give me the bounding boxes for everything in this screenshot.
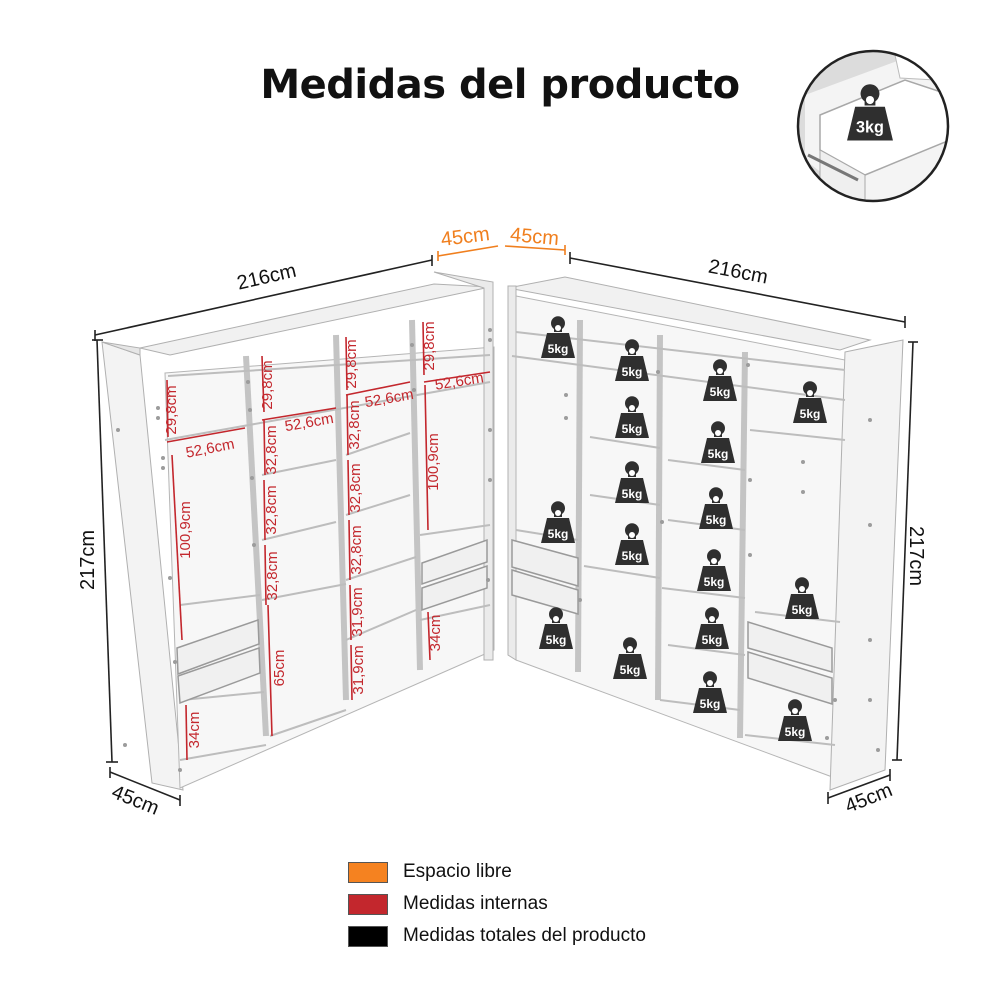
- internal-shelf-top-1: 29,8cm: [163, 385, 180, 434]
- right-height-label: 217cm: [905, 526, 927, 586]
- svg-text:5kg: 5kg: [704, 575, 725, 589]
- internal-bottom-2: 65cm: [271, 650, 288, 687]
- free-space-lines: [437, 245, 566, 261]
- left-wardrobe: [101, 271, 495, 791]
- internal-hang-4: 100,9cm: [425, 433, 442, 491]
- legend-swatch: [348, 893, 388, 915]
- internal-bottom-4: 34cm: [427, 615, 444, 652]
- internal-shelf-e: 32,8cm: [347, 463, 364, 512]
- right-wardrobe: [507, 276, 904, 791]
- internal-bottom-1: 34cm: [186, 712, 203, 749]
- svg-text:5kg: 5kg: [792, 603, 813, 617]
- svg-text:5kg: 5kg: [622, 365, 643, 379]
- svg-text:5kg: 5kg: [800, 407, 821, 421]
- svg-text:5kg: 5kg: [620, 663, 641, 677]
- weight-icon: 5kg: [615, 461, 649, 503]
- svg-text:5kg: 5kg: [702, 633, 723, 647]
- legend-item-total: Medidas totales del producto: [348, 923, 768, 949]
- legend-item-internal: Medidas internas: [348, 891, 768, 917]
- weight-icon: 5kg: [613, 637, 647, 679]
- left-width-label: 216cm: [235, 260, 298, 295]
- internal-shelf-i: 31,9cm: [350, 645, 367, 694]
- weight-icon: 5kg: [541, 316, 575, 358]
- internal-shelf-top-3: 29,8cm: [343, 339, 360, 388]
- right-width-label: 216cm: [707, 256, 770, 289]
- weight-icon: 5kg: [541, 501, 575, 543]
- total-dimension-lines: [92, 252, 918, 806]
- internal-shelf-b: 32,8cm: [263, 485, 280, 534]
- legend-item-free-space: Espacio libre: [348, 859, 768, 885]
- svg-text:3kg: 3kg: [856, 118, 884, 136]
- svg-text:5kg: 5kg: [548, 527, 569, 541]
- left-height-label: 217cm: [77, 530, 99, 590]
- svg-text:5kg: 5kg: [548, 342, 569, 356]
- svg-text:5kg: 5kg: [622, 549, 643, 563]
- weight-icon: 5kg: [699, 487, 733, 529]
- legend-swatch: [348, 861, 388, 883]
- weight-icon: 5kg: [703, 359, 737, 401]
- svg-text:5kg: 5kg: [710, 385, 731, 399]
- svg-text:5kg: 5kg: [700, 697, 721, 711]
- svg-text:5kg: 5kg: [706, 513, 727, 527]
- weight-icon: 5kg: [701, 421, 735, 463]
- page-title: Medidas del producto: [260, 62, 740, 108]
- legend-label: Espacio libre: [403, 861, 512, 882]
- weight-icon: 5kg: [693, 671, 727, 713]
- weight-icon: 5kg: [793, 381, 827, 423]
- weight-icon: 3kg: [847, 84, 893, 141]
- weight-icon: 5kg: [615, 523, 649, 565]
- right-depth-label: 45cm: [842, 779, 896, 818]
- weight-icon: 5kg: [695, 607, 729, 649]
- internal-shelf-h: 31,9cm: [349, 587, 366, 636]
- legend-label: Medidas totales del producto: [403, 925, 646, 946]
- internal-shelf-d: 32,8cm: [346, 400, 363, 449]
- weight-icon: 5kg: [615, 396, 649, 438]
- internal-shelf-a: 32,8cm: [263, 425, 280, 474]
- legend-label: Medidas internas: [403, 893, 548, 914]
- svg-text:5kg: 5kg: [785, 725, 806, 739]
- internal-dimension-lines: [166, 321, 491, 761]
- svg-text:5kg: 5kg: [708, 447, 729, 461]
- left-free-space-label: 45cm: [440, 223, 491, 251]
- right-free-space-label: 45cm: [509, 224, 560, 250]
- weight-icon: 5kg: [785, 577, 819, 619]
- drawer-inset: 3kg: [796, 49, 950, 203]
- internal-shelf-f: 32,8cm: [348, 525, 365, 574]
- internal-hang-1: 100,9cm: [177, 501, 194, 559]
- internal-shelf-top-2: 29,8cm: [259, 360, 276, 409]
- internal-shelf-c: 32,8cm: [264, 551, 281, 600]
- internal-shelf-top-4: 29,8cm: [421, 321, 438, 370]
- svg-text:5kg: 5kg: [622, 487, 643, 501]
- svg-text:5kg: 5kg: [546, 633, 567, 647]
- weight-icons: 5kg 5kg 5kg 5kg 5kg 5kg 5kg 5kg 5kg 5kg …: [539, 316, 827, 741]
- svg-text:5kg: 5kg: [622, 422, 643, 436]
- weight-icon: 5kg: [697, 549, 731, 591]
- weight-icon: 5kg: [615, 339, 649, 381]
- weight-icon: 5kg: [539, 607, 573, 649]
- weight-icon: 5kg: [778, 699, 812, 741]
- legend-swatch: [348, 925, 388, 947]
- left-depth-label: 45cm: [108, 781, 162, 820]
